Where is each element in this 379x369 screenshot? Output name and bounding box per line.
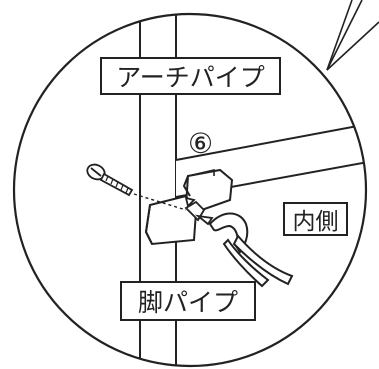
callout-pointer xyxy=(326,0,379,71)
screw-icon xyxy=(86,163,134,197)
wing-nut-icon xyxy=(184,196,214,226)
leg-pipe-label: 脚パイプ xyxy=(120,281,256,321)
pipe-ledge xyxy=(187,168,215,177)
inner-side-label: 内側 xyxy=(283,202,348,236)
bracket-icon xyxy=(144,168,234,246)
magnifier-circle xyxy=(12,12,368,368)
arch-pipe-label: アーチパイプ xyxy=(100,57,281,95)
step-number: ⑥ xyxy=(188,127,214,160)
pliers-icon xyxy=(208,212,294,288)
